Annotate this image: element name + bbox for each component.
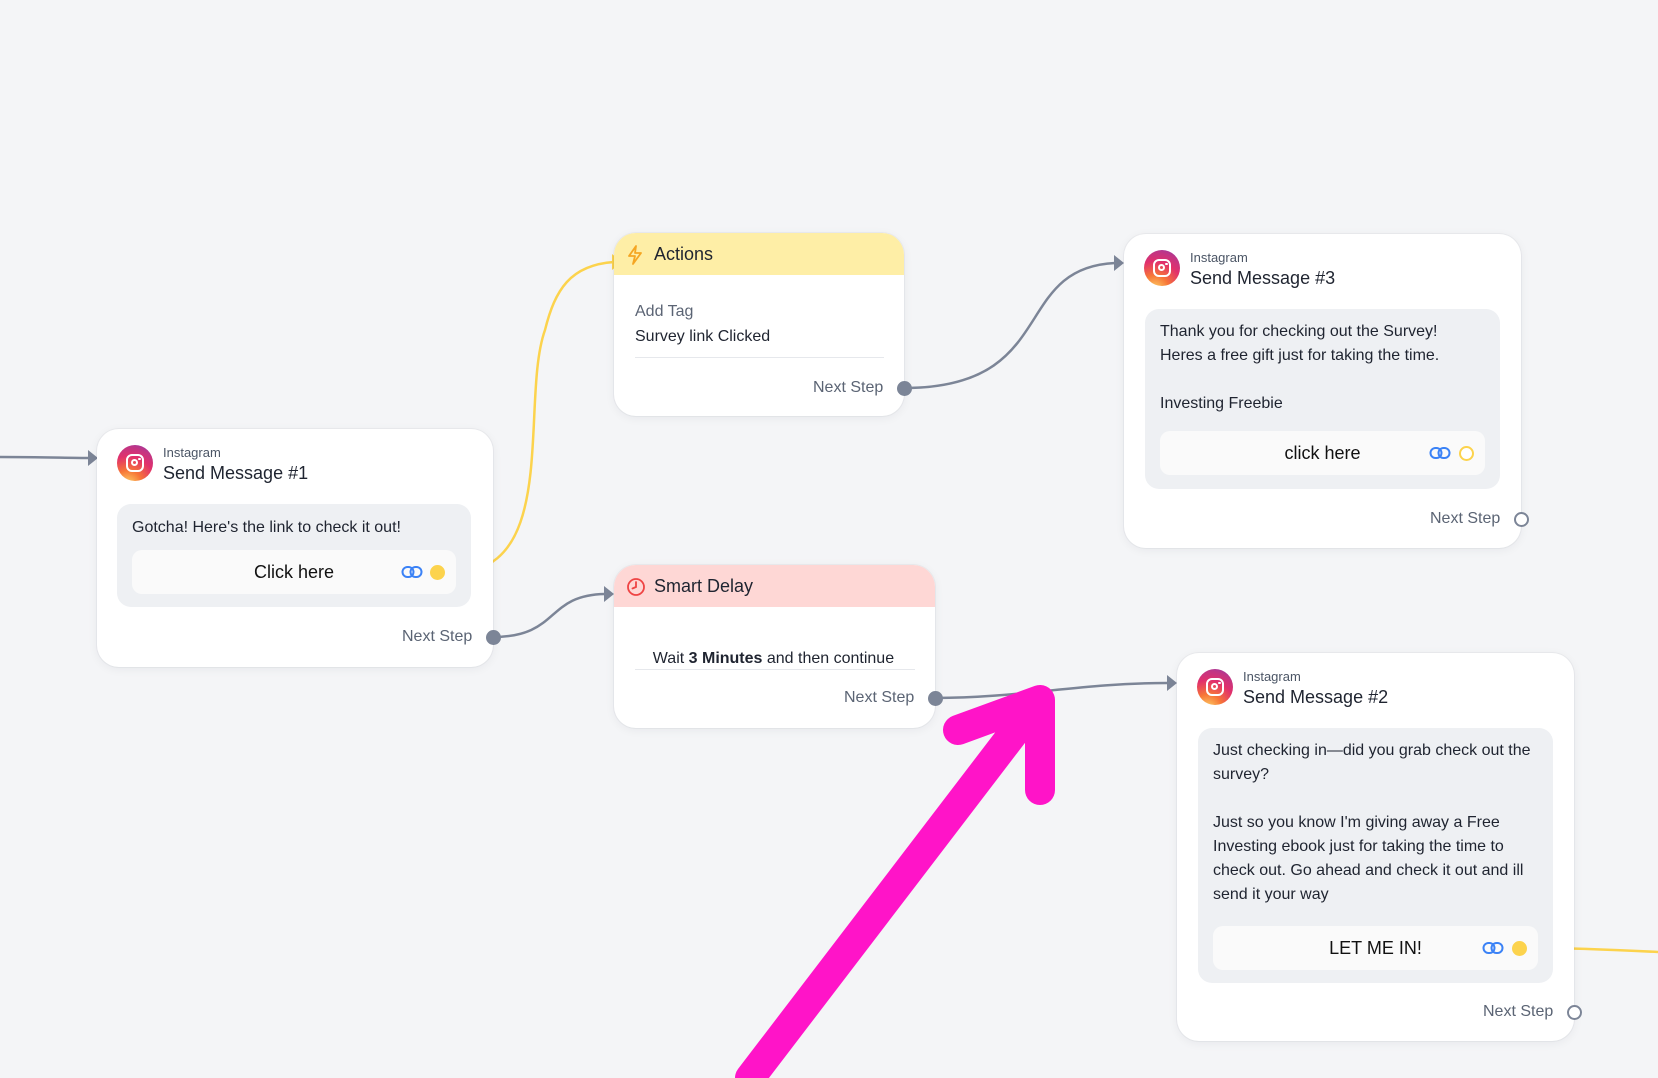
- link-icon: [1482, 942, 1504, 954]
- next-step-port[interactable]: [1514, 512, 1529, 527]
- wire-arrow-msg2: [1167, 675, 1177, 691]
- action-tag-value: Survey link Clicked: [635, 328, 771, 345]
- button-label: LET ME IN!: [1329, 938, 1422, 958]
- wire-delay-next-msg2: [934, 681, 1168, 700]
- node-header: Instagram Send Message #3: [1124, 234, 1521, 294]
- wire-incoming-msg1: [0, 455, 91, 460]
- link-icon: [401, 566, 423, 578]
- wire-actions-next-msg3: [903, 261, 1116, 390]
- next-step-port[interactable]: [486, 630, 501, 645]
- actions-header: Actions: [614, 233, 904, 275]
- button-connector-dot[interactable]: [430, 565, 445, 580]
- message-bubble[interactable]: Thank you for checking out the Survey! H…: [1145, 309, 1500, 489]
- message-text: Just checking in—did you grab check out …: [1213, 742, 1531, 903]
- delay-text-after: and then continue: [762, 650, 895, 667]
- smart-delay-node[interactable]: Smart Delay Wait 3 Minutes and then cont…: [614, 565, 943, 728]
- wire-arrow-delay: [604, 586, 614, 602]
- wire-arrow-msg3: [1114, 255, 1124, 271]
- platform-label: Instagram: [1190, 250, 1248, 265]
- message-text: Gotcha! Here's the link to check it out!: [132, 519, 401, 536]
- delay-text-before: Wait: [652, 650, 689, 667]
- node-title: Send Message #3: [1190, 268, 1336, 288]
- actions-node[interactable]: Actions Add Tag Survey link Clicked Next…: [614, 233, 912, 416]
- next-step-label: Next Step: [844, 689, 915, 706]
- message-button[interactable]: Click here: [132, 550, 456, 594]
- send-message-2-node[interactable]: Instagram Send Message #2 Just checking …: [1177, 653, 1582, 1041]
- send-message-1-node[interactable]: Instagram Send Message #1 Gotcha! Here's…: [97, 429, 501, 667]
- link-icon: [1429, 447, 1451, 459]
- platform-label: Instagram: [1243, 669, 1301, 684]
- instagram-icon: [1197, 669, 1233, 705]
- delay-duration: 3 Minutes: [688, 650, 763, 667]
- delay-description: Wait 3 Minutes and then continue: [635, 632, 894, 686]
- message-bubble[interactable]: Just checking in—did you grab check out …: [1198, 728, 1553, 983]
- divider: [635, 669, 915, 670]
- instagram-icon: [1144, 250, 1180, 286]
- divider: [635, 357, 884, 358]
- button-connector-dot[interactable]: [1512, 941, 1527, 956]
- wire-msg1-next-delay: [492, 592, 606, 639]
- button-label: click here: [1284, 443, 1361, 463]
- message-text: Thank you for checking out the Survey! H…: [1160, 323, 1440, 412]
- next-step-label: Next Step: [813, 379, 884, 396]
- next-step-label: Next Step: [1430, 510, 1501, 527]
- lightning-icon: [628, 245, 642, 265]
- message-bubble[interactable]: Gotcha! Here's the link to check it out!…: [117, 504, 471, 607]
- next-step-label: Next Step: [402, 628, 473, 645]
- message-button[interactable]: click here: [1160, 431, 1485, 475]
- next-step-port[interactable]: [897, 381, 912, 396]
- node-header: Instagram Send Message #2: [1177, 653, 1574, 713]
- delay-header: Smart Delay: [614, 565, 935, 607]
- button-connector-dot[interactable]: [1459, 446, 1474, 461]
- action-type-label: Add Tag: [635, 303, 694, 320]
- delay-title: Smart Delay: [654, 576, 754, 596]
- next-step-port[interactable]: [928, 691, 943, 706]
- send-message-3-node[interactable]: Instagram Send Message #3 Thank you for …: [1124, 234, 1529, 548]
- next-step-port[interactable]: [1567, 1005, 1582, 1020]
- node-header: Instagram Send Message #1: [97, 429, 493, 489]
- clock-icon: [627, 578, 645, 596]
- annotation-arrow: [735, 685, 1055, 1078]
- actions-title: Actions: [654, 244, 714, 264]
- node-title: Send Message #1: [163, 463, 309, 483]
- next-step-label: Next Step: [1483, 1003, 1554, 1020]
- node-title: Send Message #2: [1243, 687, 1389, 707]
- button-label: Click here: [253, 562, 335, 582]
- instagram-icon: [117, 445, 153, 481]
- platform-label: Instagram: [163, 445, 221, 460]
- message-button[interactable]: LET ME IN!: [1213, 926, 1538, 970]
